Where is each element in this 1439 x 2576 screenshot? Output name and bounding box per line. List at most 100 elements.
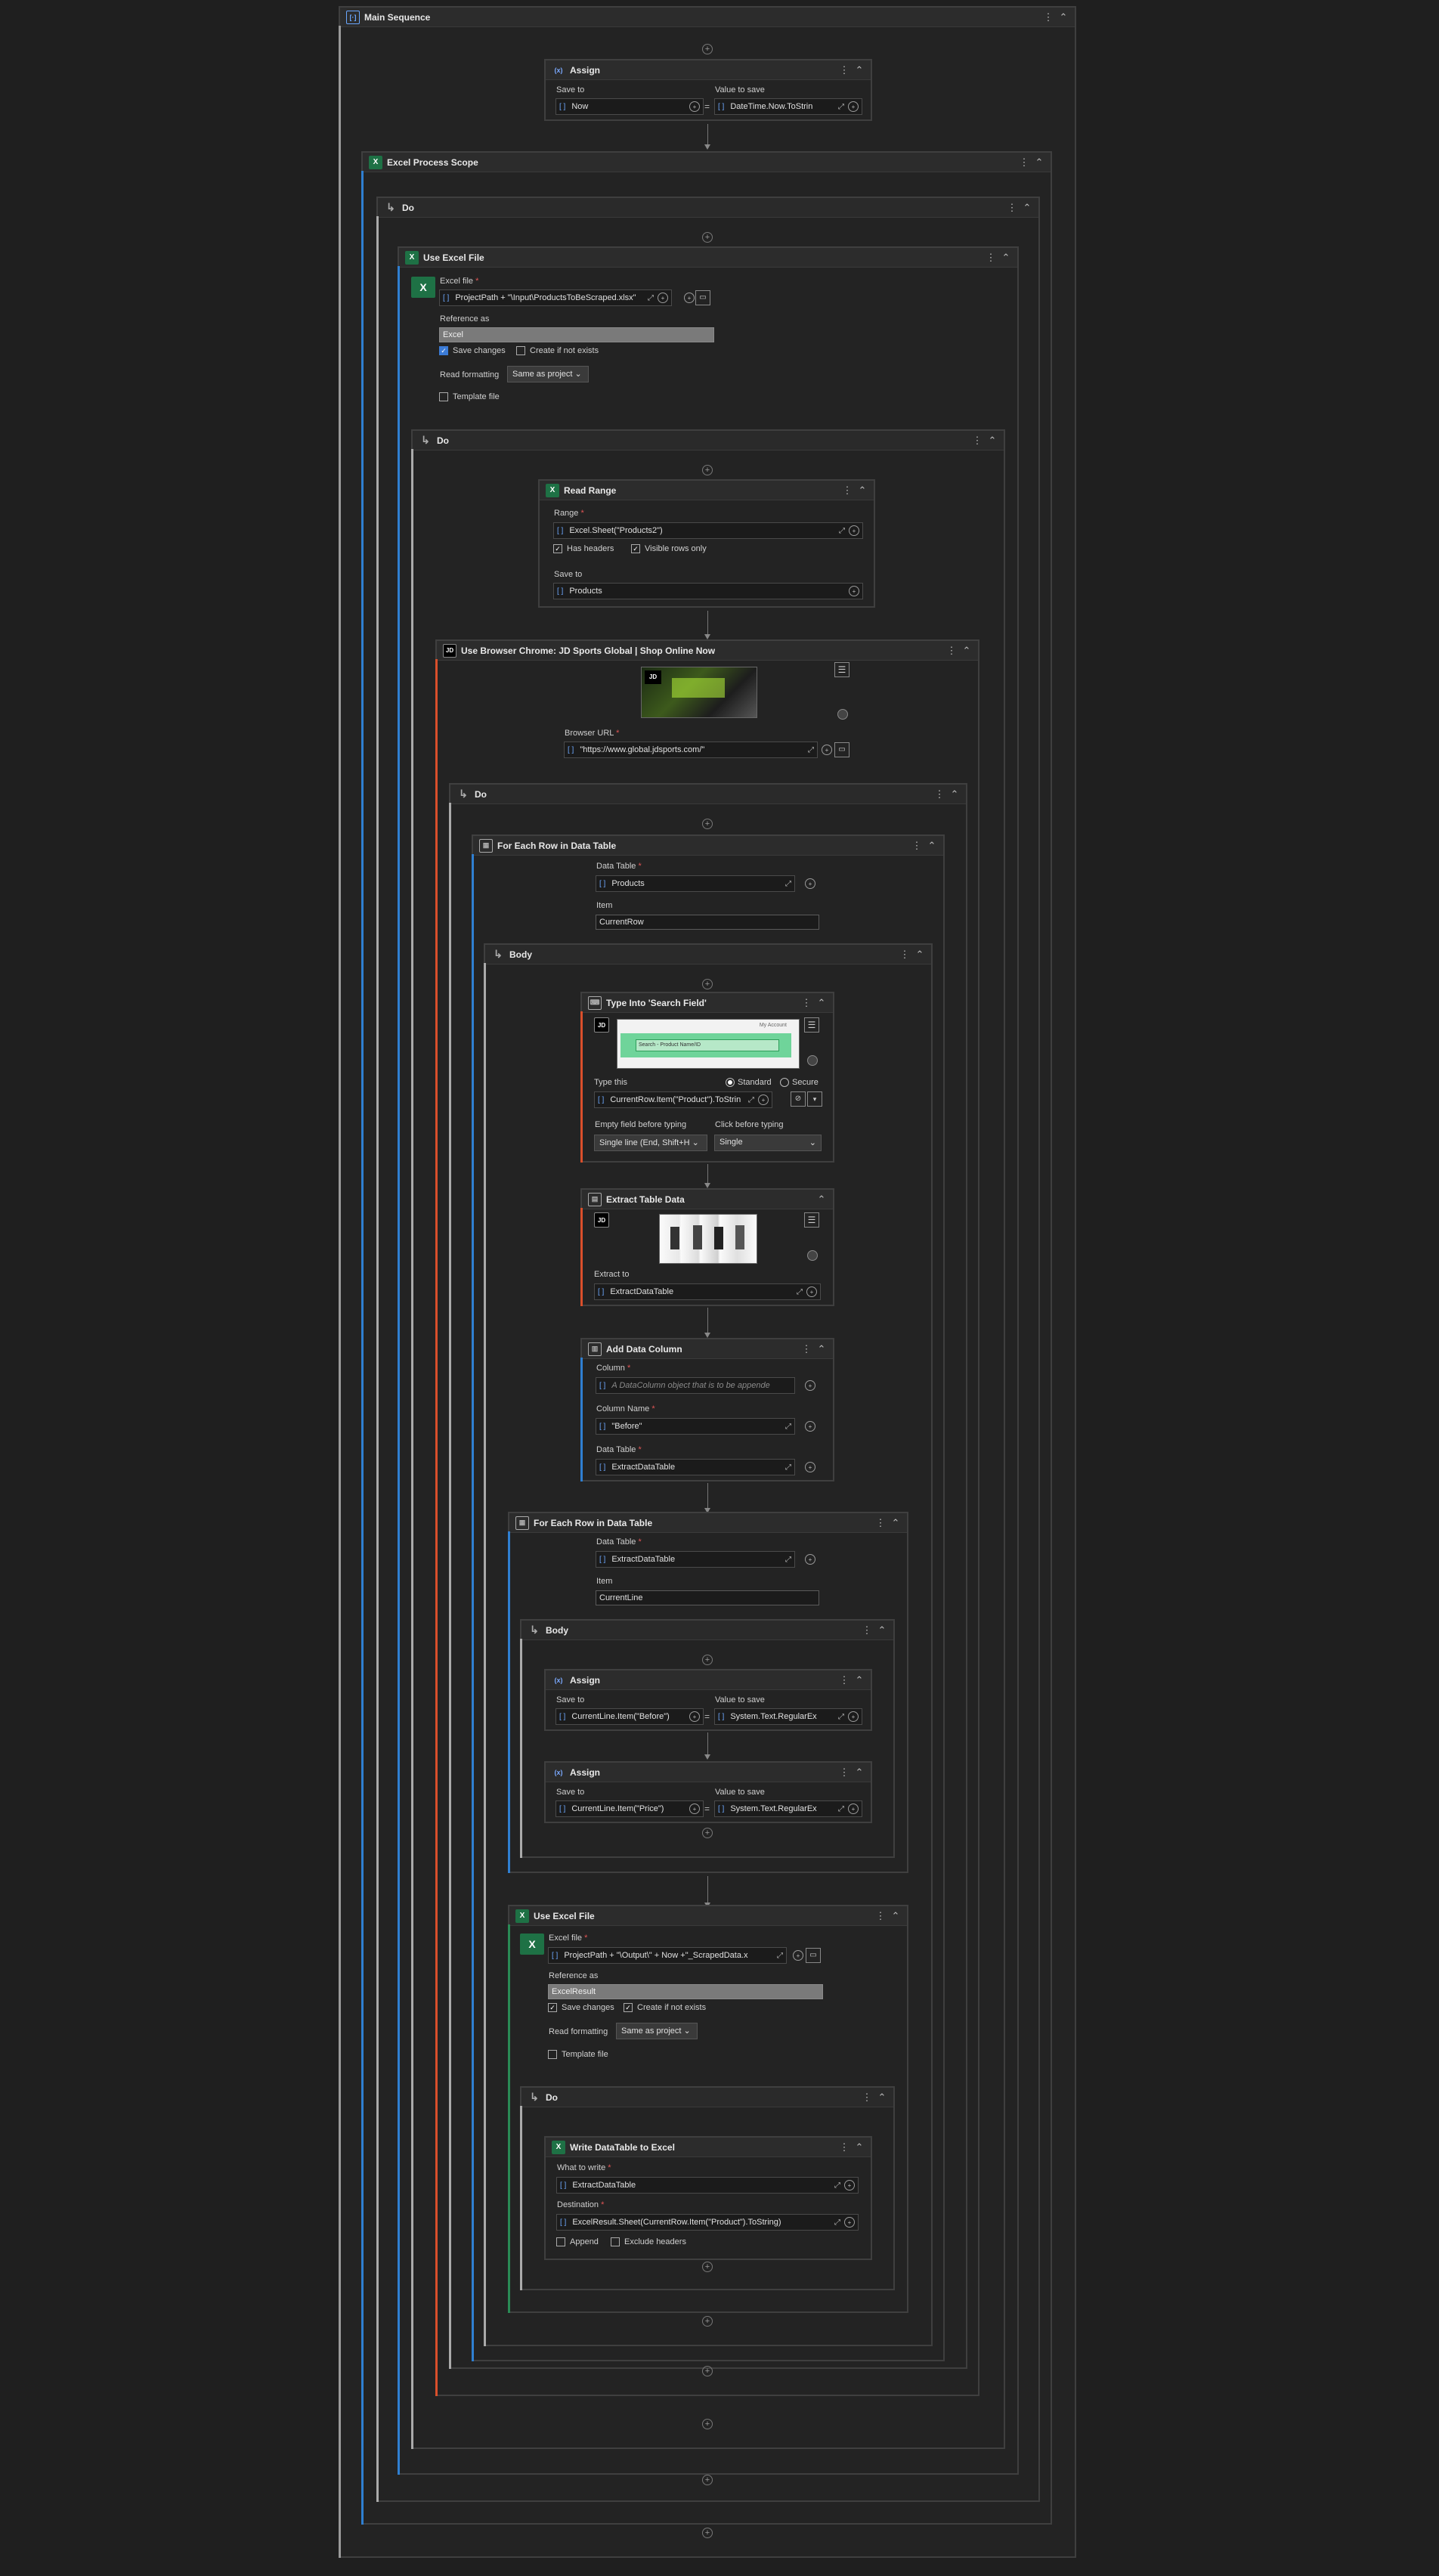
collapse-icon[interactable]: ⌃ [988,435,997,446]
main-sequence-header[interactable]: [·] Main Sequence ⋮ ⌃ [340,8,1075,27]
collapse-icon[interactable]: ⌃ [858,485,867,496]
collapse-icon[interactable]: ⌃ [927,840,936,851]
visible-rows-only-checkbox[interactable]: ✓Visible rows only [631,544,707,553]
item-field[interactable]: CurrentLine [596,1590,819,1605]
add-activity-icon[interactable]: + [702,2528,713,2538]
collapse-icon[interactable]: ⌃ [1023,202,1032,213]
collapse-icon[interactable]: ⌃ [817,997,826,1008]
hamburger-menu-icon[interactable]: ☰ [804,1212,819,1228]
more-options-icon[interactable]: ⋮ [986,252,996,263]
plus-circle-icon[interactable]: + [849,525,859,536]
more-options-icon[interactable]: ⋮ [839,1674,849,1686]
more-options-icon[interactable]: ⋮ [946,645,957,656]
create-if-not-exists-checkbox[interactable]: ✓Create if not exists [624,2003,706,2012]
expand-icon[interactable]: ⤢ [785,1422,791,1431]
add-activity-icon[interactable]: + [702,465,713,475]
hamburger-menu-icon[interactable]: ☰ [834,662,849,677]
add-activity-icon[interactable]: + [702,2262,713,2272]
add-activity-icon[interactable]: + [702,2316,713,2327]
standard-radio[interactable]: Standard [726,1078,772,1087]
collapse-icon[interactable]: ⌃ [950,788,959,800]
expand-icon[interactable]: ⤢ [797,1287,803,1296]
expand-icon[interactable]: ⤢ [839,526,845,535]
more-options-icon[interactable]: ⋮ [862,2091,872,2103]
more-options-icon[interactable]: ⋮ [1007,202,1017,213]
reference-as-field[interactable]: Excel [439,327,714,342]
more-options-icon[interactable]: ⋮ [839,1766,849,1778]
collapse-icon[interactable]: ⌃ [877,1624,887,1636]
expand-icon[interactable]: ⤢ [748,1095,754,1104]
collapse-icon[interactable]: ⌃ [855,1766,864,1778]
settings-gear-icon[interactable] [807,1250,818,1261]
add-activity-icon[interactable]: + [702,979,713,989]
add-data-column-activity[interactable]: ▥ Add Data Column ⋮ ⌃ [580,1338,834,1482]
plus-circle-icon[interactable]: + [844,2180,855,2191]
more-options-icon[interactable]: ⋮ [972,435,983,446]
browser-window-icon[interactable]: ▭ [834,742,849,757]
collapse-icon[interactable]: ⌃ [855,1674,864,1686]
create-if-not-exists-checkbox[interactable]: Create if not exists [516,346,599,355]
plus-circle-icon[interactable]: + [805,1462,815,1472]
expand-icon[interactable]: ⤢ [838,102,844,111]
more-options-icon[interactable]: ⋮ [842,485,853,496]
plus-circle-icon[interactable]: + [689,101,700,112]
type-this-field[interactable]: [ ]CurrentRow.Item("Product").ToStrin ⤢ … [594,1091,772,1108]
value-to-save-field[interactable]: [ ]System.Text.RegularEx ⤢ + [714,1800,862,1817]
collapse-icon[interactable]: ⌃ [891,1517,900,1528]
add-activity-icon[interactable]: + [702,1828,713,1838]
destination-field[interactable]: [ ]ExcelResult.Sheet(CurrentRow.Item("Pr… [556,2214,859,2231]
extract-to-field[interactable]: [ ]ExtractDataTable ⤢ + [594,1283,821,1300]
plus-circle-icon[interactable]: + [684,293,695,303]
save-to-field[interactable]: [ ]Products + [553,583,863,599]
add-activity-icon[interactable]: + [702,819,713,829]
value-to-save-field[interactable]: [ ]DateTime.Now.ToStrin ⤢ + [714,98,862,115]
more-options-icon[interactable]: ⋮ [875,1910,886,1921]
hide-text-icon[interactable]: ⊘ [791,1091,806,1107]
plus-circle-icon[interactable]: + [848,1804,859,1814]
plus-circle-icon[interactable]: + [848,101,859,112]
collapse-icon[interactable]: ⌃ [891,1910,900,1921]
collapse-icon[interactable]: ⌃ [1059,11,1068,23]
plus-circle-icon[interactable]: + [658,293,668,303]
expand-icon[interactable]: ⤢ [838,1804,844,1813]
hamburger-menu-icon[interactable]: ☰ [804,1017,819,1033]
add-activity-icon[interactable]: + [702,2366,713,2376]
expand-icon[interactable]: ⤢ [808,745,814,754]
column-field[interactable]: [ ]A DataColumn object that is to be app… [596,1377,795,1394]
more-options-icon[interactable]: ⋮ [899,949,910,960]
plus-circle-icon[interactable]: + [848,1711,859,1722]
add-activity-icon[interactable]: + [702,2419,713,2429]
expand-icon[interactable]: ⤢ [785,1555,791,1564]
has-headers-checkbox[interactable]: ✓Has headers [553,544,614,553]
excel-file-field[interactable]: [ ]ProjectPath + "\Input\ProductsToBeScr… [439,289,672,306]
settings-gear-icon[interactable] [837,709,848,720]
more-options-icon[interactable]: ⋮ [862,1624,872,1636]
more-options-icon[interactable]: ⋮ [911,840,922,851]
plus-circle-icon[interactable]: + [806,1286,817,1297]
add-activity-icon[interactable]: + [702,44,713,54]
write-datatable-activity[interactable]: X Write DataTable to Excel ⋮ ⌃ [544,2136,872,2260]
plus-circle-icon[interactable]: + [805,1554,815,1565]
template-file-checkbox[interactable]: Template file [439,392,500,401]
plus-circle-icon[interactable]: + [793,1950,803,1961]
collapse-icon[interactable]: ⌃ [1001,252,1010,263]
expand-icon[interactable]: ⤢ [834,2181,840,2190]
plus-circle-icon[interactable]: + [758,1094,769,1105]
collapse-icon[interactable]: ⌃ [962,645,971,656]
more-options-icon[interactable]: ⋮ [801,1343,812,1355]
browser-url-field[interactable]: [ ]"https://www.global.jdsports.com/" ⤢ [564,742,818,758]
settings-gear-icon[interactable] [807,1055,818,1066]
more-options-icon[interactable]: ⋮ [839,2141,849,2153]
folder-browse-icon[interactable]: ▭ [695,290,710,305]
click-before-typing-dropdown[interactable]: Single⌄ [714,1135,822,1151]
item-field[interactable]: CurrentRow [596,915,819,930]
add-activity-icon[interactable]: + [702,1655,713,1665]
dropdown-arrow-icon[interactable]: ▾ [807,1091,822,1107]
column-name-field[interactable]: [ ]"Before" ⤢ [596,1418,795,1435]
plus-circle-icon[interactable]: + [849,586,859,596]
collapse-icon[interactable]: ⌃ [855,2141,864,2153]
collapse-icon[interactable]: ⌃ [877,2091,887,2103]
folder-browse-icon[interactable]: ▭ [806,1948,821,1963]
collapse-icon[interactable]: ⌃ [817,1194,826,1205]
add-activity-icon[interactable]: + [702,232,713,243]
